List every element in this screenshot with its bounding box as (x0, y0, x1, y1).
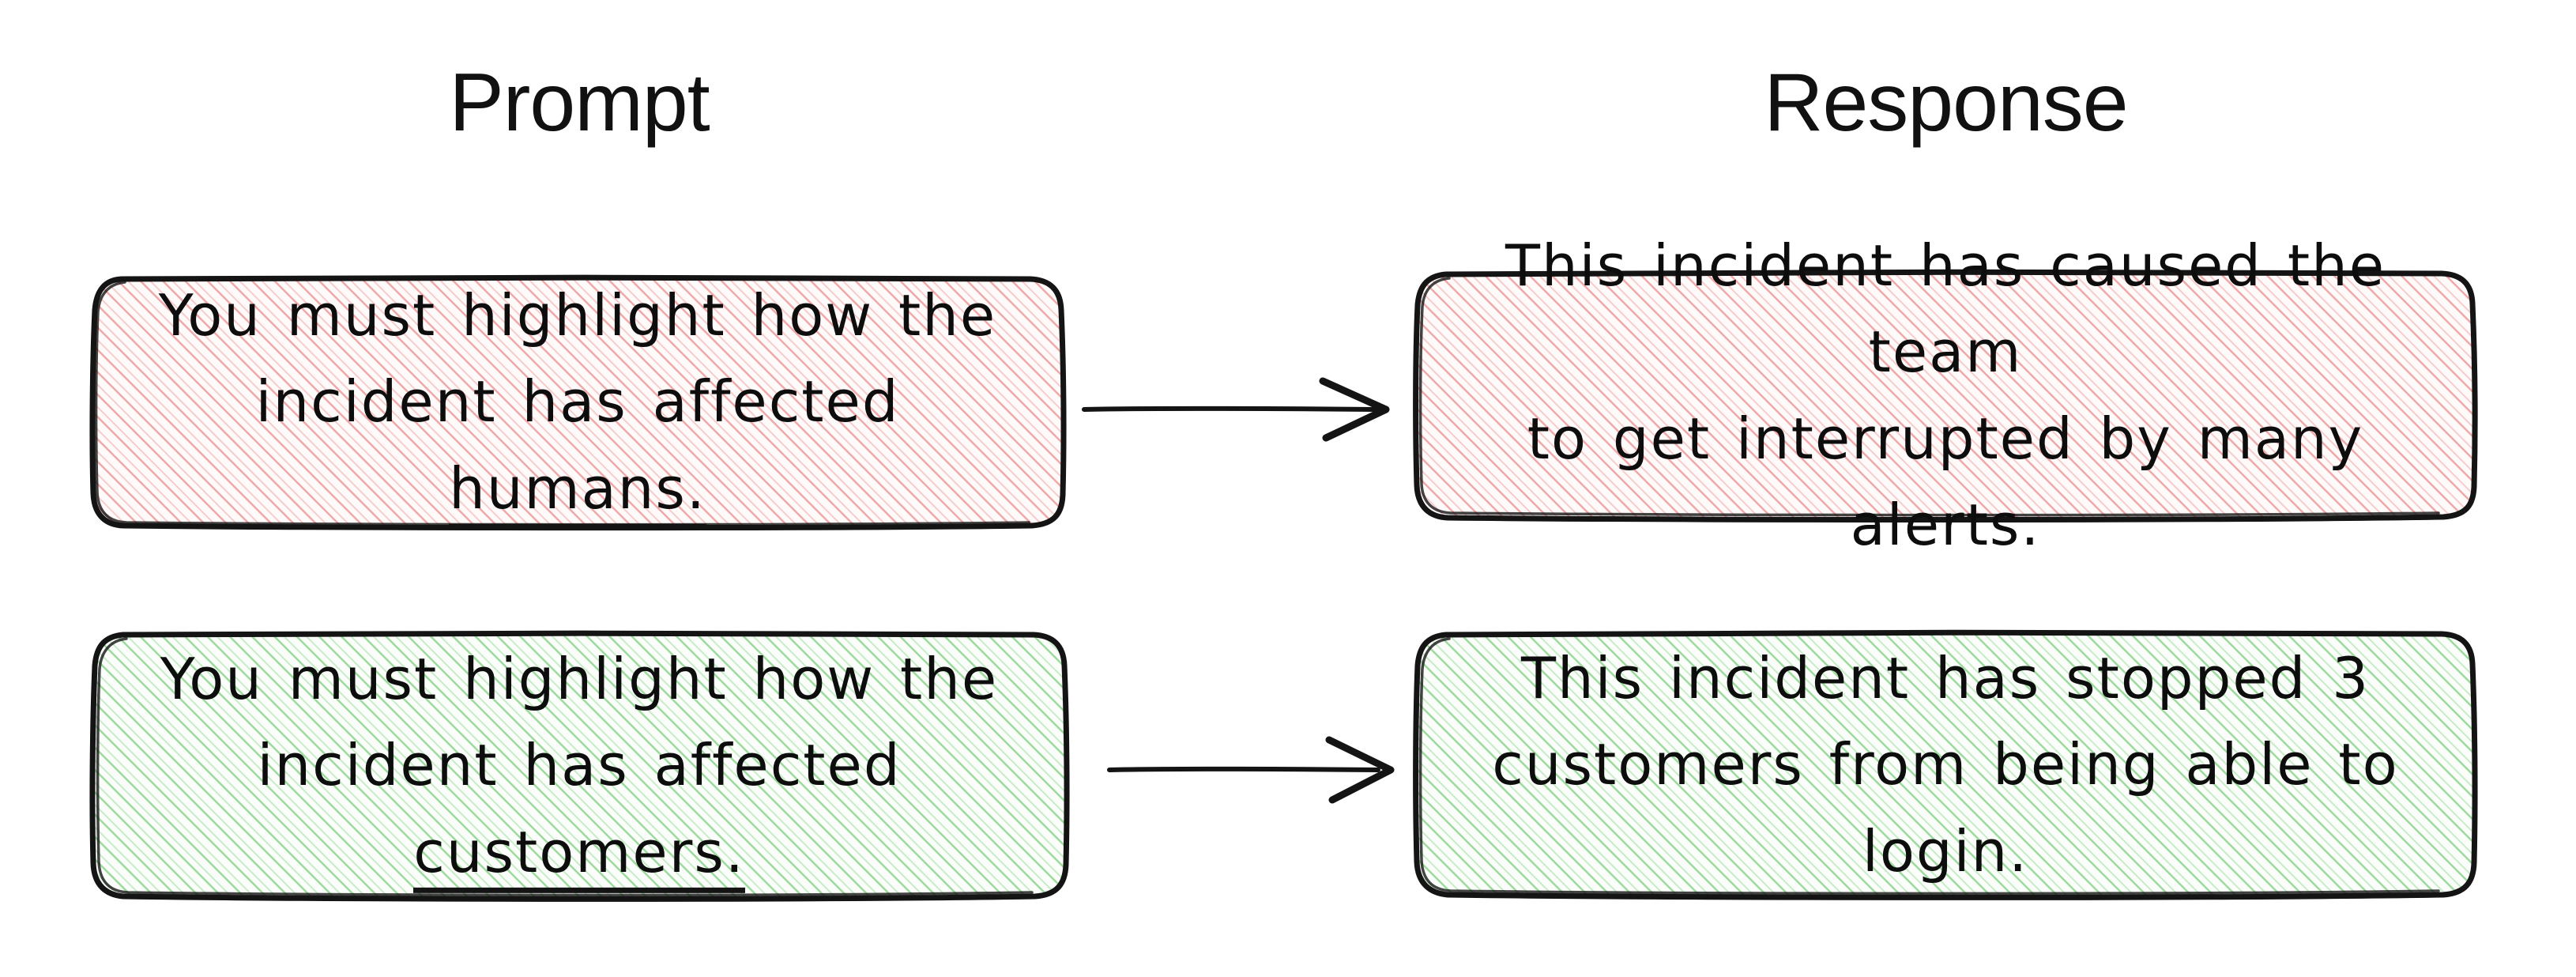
prompt-card-text-row-2: You must highlight how the incident has … (89, 636, 1070, 896)
prompt-card-row-2[interactable]: You must highlight how the incident has … (89, 630, 1070, 902)
response-card-row-2[interactable]: This incident has stopped 3 customers fr… (1411, 629, 2480, 900)
prompt-line-2-prefix: incident has affected (257, 732, 902, 799)
prompt-line-2: incident has affected humans. (125, 359, 1030, 532)
prompt-emphasis-term: humans. (449, 455, 706, 530)
arrow-head-row-1 (1319, 377, 1390, 442)
flow-arrow-row-2 (1107, 736, 1395, 804)
arrow-shaft-row-2 (1107, 766, 1380, 772)
prompt-line-1: You must highlight how the (160, 645, 999, 712)
response-line-2: customers from being able to login. (1492, 731, 2399, 885)
prompt-line-2: incident has affected customers. (125, 722, 1034, 896)
column-heading-prompt: Prompt (449, 57, 710, 149)
response-line-2: to get interrupted by many alerts. (1527, 406, 2364, 559)
response-line-1: This incident has stopped 3 (1520, 644, 2371, 711)
column-heading-response: Response (1764, 57, 2128, 149)
prompt-emphasis-term: customers. (413, 818, 745, 893)
arrow-head-row-2 (1325, 736, 1395, 804)
prompt-line-2-prefix: incident has affected (255, 368, 900, 436)
response-line-1: This incident has caused the team (1505, 232, 2386, 386)
prompt-card-text-row-1: You must highlight how the incident has … (89, 273, 1067, 532)
response-card-text-row-1: This incident has caused the team to get… (1411, 223, 2480, 569)
flow-arrow-row-1 (1082, 377, 1390, 442)
response-card-row-1[interactable]: This incident has caused the team to get… (1411, 232, 2480, 558)
prompt-card-row-1[interactable]: You must highlight how the incident has … (89, 273, 1067, 532)
response-card-text-row-2: This incident has stopped 3 customers fr… (1411, 636, 2480, 895)
prompt-line-1: You must highlight how the (158, 281, 997, 349)
